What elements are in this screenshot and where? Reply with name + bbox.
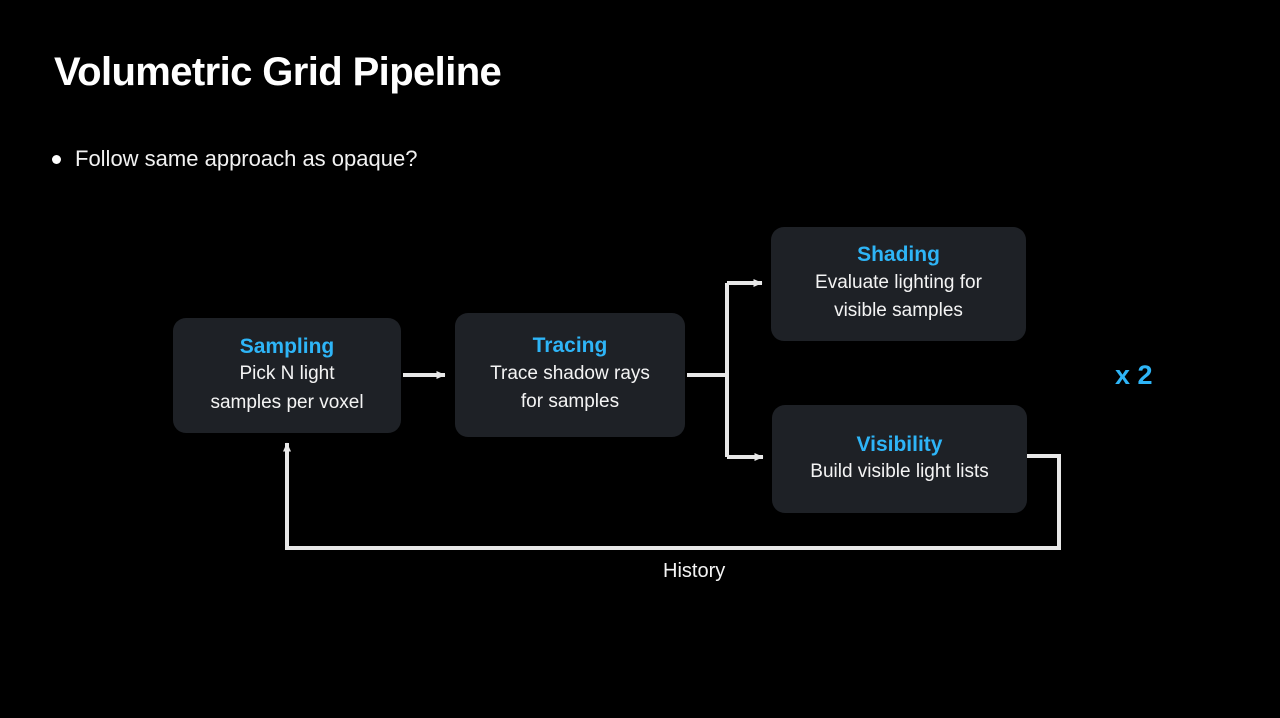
node-desc-visibility-line1: Build visible light lists	[810, 460, 989, 482]
pipeline-node-visibility[interactable]: Visibility Build visible light lists	[772, 405, 1027, 513]
page-title: Volumetric Grid Pipeline	[54, 50, 502, 94]
node-title-sampling: Sampling	[239, 334, 335, 358]
history-loop-label: History	[663, 560, 726, 582]
node-desc-shading-line2: visible samples	[834, 300, 963, 322]
node-desc-tracing-line1: Trace shadow rays	[490, 362, 650, 384]
node-title-visibility: Visibility	[856, 432, 943, 456]
pipeline-node-sampling[interactable]: Sampling Pick N light samples per voxel	[173, 318, 401, 433]
node-desc-sampling-line2: samples per voxel	[210, 391, 364, 413]
node-title-shading: Shading	[857, 243, 940, 267]
bullet-dot-icon	[52, 154, 61, 164]
pipeline-node-tracing[interactable]: Tracing Trace shadow rays for samples	[455, 313, 685, 437]
node-desc-shading-line1: Evaluate lighting for	[815, 271, 982, 293]
node-title-tracing: Tracing	[532, 334, 608, 358]
node-desc-tracing-line2: for samples	[520, 391, 620, 413]
bullet-item-label: Follow same approach as opaque?	[75, 146, 418, 171]
node-desc-sampling-line1: Pick N light	[239, 363, 335, 385]
repeat-count-label: x 2	[1115, 360, 1153, 390]
bullet-item: Follow same approach as opaque?	[52, 146, 417, 172]
pipeline-node-shading[interactable]: Shading Evaluate lighting for visible sa…	[771, 227, 1026, 341]
